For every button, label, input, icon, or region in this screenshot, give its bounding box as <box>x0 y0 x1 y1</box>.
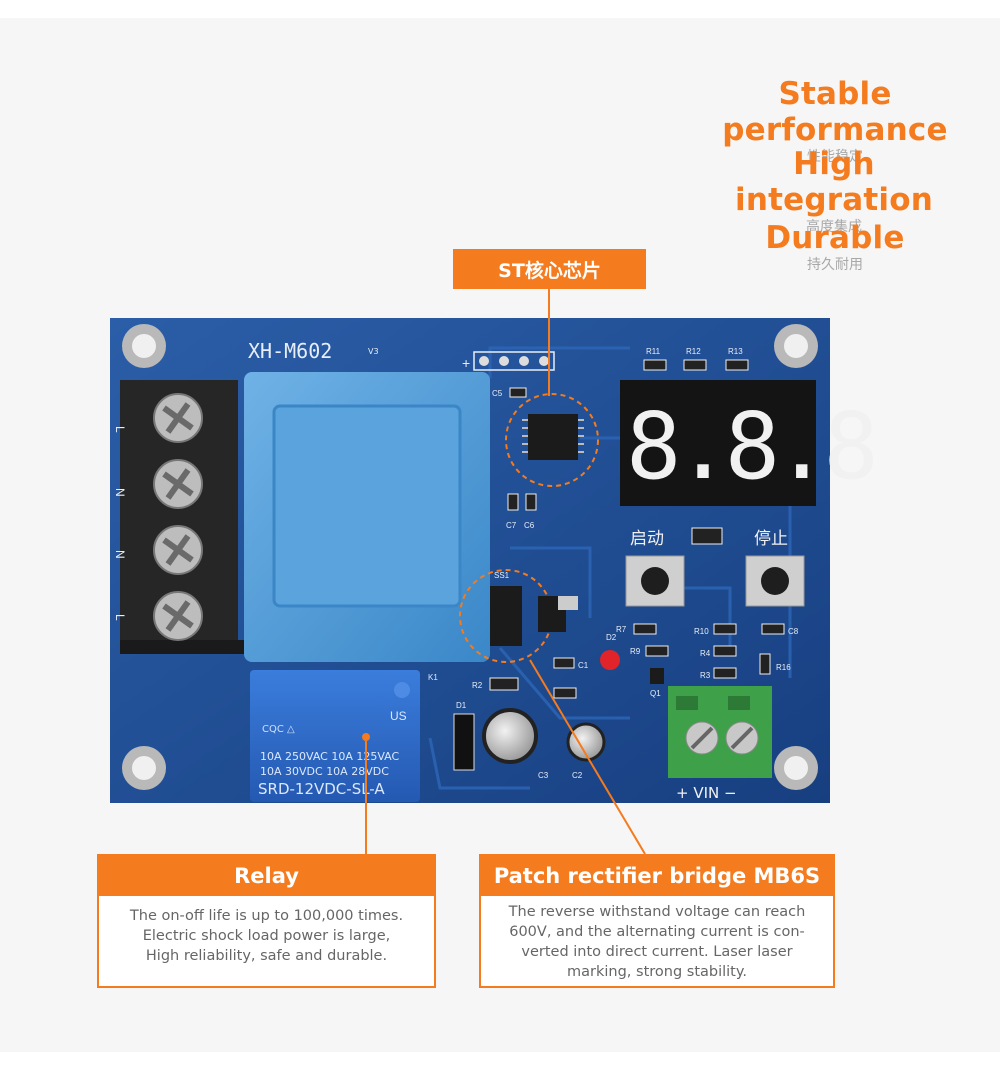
feature-integration: High integration 高度集成 <box>700 146 968 236</box>
relay-rating-line-2: 10A 30VDC 10A 28VDC <box>260 765 389 778</box>
relay-callout-title: Relay <box>99 856 434 896</box>
silk-r2: R2 <box>472 681 483 690</box>
relay-callout: Relay The on-off life is up to 100,000 t… <box>97 854 436 988</box>
silk-c3: C3 <box>538 771 549 780</box>
smd-between-buttons <box>691 527 723 545</box>
silk-c8: C8 <box>788 627 799 636</box>
silk-c5: C5 <box>492 389 503 398</box>
vin-label: + VIN − <box>676 784 737 802</box>
board-model-label: XH-M602 <box>248 339 332 363</box>
silk-c2: C2 <box>572 771 583 780</box>
silk-k1: K1 <box>428 673 438 682</box>
silk-r10: R10 <box>694 627 709 636</box>
diode-d1 <box>453 713 475 771</box>
silk-r13: R13 <box>728 347 743 356</box>
silk-c1: C1 <box>578 661 589 670</box>
terminal-block: L N N L <box>113 380 250 654</box>
silk-r16: R16 <box>776 663 791 672</box>
st-chip <box>522 414 584 460</box>
bridge-callout-line: verted into direct current. Laser laser <box>521 944 793 960</box>
relay-callout-line: The on-off life is up to 100,000 times. <box>129 908 404 924</box>
relay-callout-line: Electric shock load power is large, <box>142 928 391 944</box>
capacitor-c3 <box>482 708 538 764</box>
board-version-label: V3 <box>368 347 379 356</box>
right-resistors: R10 R4 R3 C8 R16 <box>694 623 799 680</box>
silk-r7: R7 <box>616 625 627 634</box>
capacitor-c2 <box>566 722 606 762</box>
mounting-holes <box>122 324 818 790</box>
smd-r7 <box>633 623 657 635</box>
top-resistors: R11 R12 R13 <box>643 347 749 371</box>
header-pins: + <box>462 351 555 371</box>
feature-stable: Stable performance 性能稳定 <box>680 76 990 166</box>
silk-d2: D2 <box>606 633 617 642</box>
smd-r9 <box>645 645 669 657</box>
relay-callout-line: High reliability, safe and durable. <box>145 948 388 964</box>
silk-q1: Q1 <box>650 689 661 698</box>
feature-title: High integration <box>735 146 933 218</box>
smd-c7 <box>507 493 519 511</box>
terminal-label-1: L <box>113 426 127 433</box>
relay: CQC △ US 10A 250VAC 10A 125VAC 10A 30VDC… <box>250 670 420 802</box>
relay-model: SRD-12VDC-SL-A <box>258 780 385 798</box>
regulator-tab <box>558 596 578 610</box>
silk-plus: + <box>462 355 470 371</box>
feature-durable: Durable 持久耐用 <box>760 220 910 274</box>
silk-r12: R12 <box>686 347 701 356</box>
smd-c5 <box>509 387 527 398</box>
bridge-callout-title: Patch rectifier bridge MB6S <box>481 856 833 896</box>
stop-label: 停止 <box>754 529 788 548</box>
pcb-board: XH-M602 V3 L N N L CQC △ US 10A 250VA <box>110 318 880 803</box>
silk-ss1: SS1 <box>494 571 510 580</box>
feature-title: Stable performance <box>722 76 948 148</box>
vin-terminal <box>668 686 772 778</box>
chip-tag: ST核心芯片 <box>453 249 646 289</box>
relay-callout-body: The on-off life is up to 100,000 times. … <box>99 896 434 966</box>
relay-rating-line-1: 10A 250VAC 10A 125VAC <box>260 750 400 763</box>
silk-r4: R4 <box>700 649 711 658</box>
silk-r9: R9 <box>630 647 641 656</box>
stop-button <box>745 555 805 607</box>
start-button <box>625 555 685 607</box>
bridge-mb6s <box>490 586 522 646</box>
smd-r2 <box>489 677 519 691</box>
silk-d1: D1 <box>456 701 467 710</box>
feature-subtitle: 高度集成 <box>806 219 862 235</box>
silk-r11: R11 <box>646 347 661 356</box>
feature-title: Durable <box>765 220 905 256</box>
terminal-label-3: N <box>113 550 127 559</box>
silk-c7: C7 <box>506 521 517 530</box>
transformer <box>244 372 490 662</box>
feature-subtitle: 持久耐用 <box>807 257 863 273</box>
silk-c6: C6 <box>524 521 535 530</box>
bridge-callout-body: The reverse withstand voltage can reach … <box>481 896 833 982</box>
seven-segment-display: 8.8.8 <box>620 380 880 506</box>
relay-us-mark: US <box>390 709 407 723</box>
terminal-label-4: L <box>113 614 127 621</box>
chip-highlight-circle <box>505 393 599 487</box>
smd-near-c1 <box>553 687 577 699</box>
smd-c6 <box>525 493 537 511</box>
transistor-q1 <box>650 668 664 684</box>
bridge-callout: Patch rectifier bridge MB6S The reverse … <box>479 854 835 988</box>
smd-c1 <box>553 657 575 669</box>
bridge-callout-line: The reverse withstand voltage can reach <box>508 904 806 920</box>
bridge-callout-line: marking, strong stability. <box>567 964 747 980</box>
terminal-label-2: N <box>113 488 127 497</box>
start-label: 启动 <box>630 529 664 548</box>
silk-r3: R3 <box>700 671 711 680</box>
display-digits: 8.8.8 <box>626 393 874 500</box>
led-d2 <box>600 650 620 670</box>
relay-cqc: CQC △ <box>262 724 295 735</box>
feature-subtitle: 性能稳定 <box>807 149 863 165</box>
bridge-callout-line: 600V, and the alternating current is con… <box>509 924 805 940</box>
